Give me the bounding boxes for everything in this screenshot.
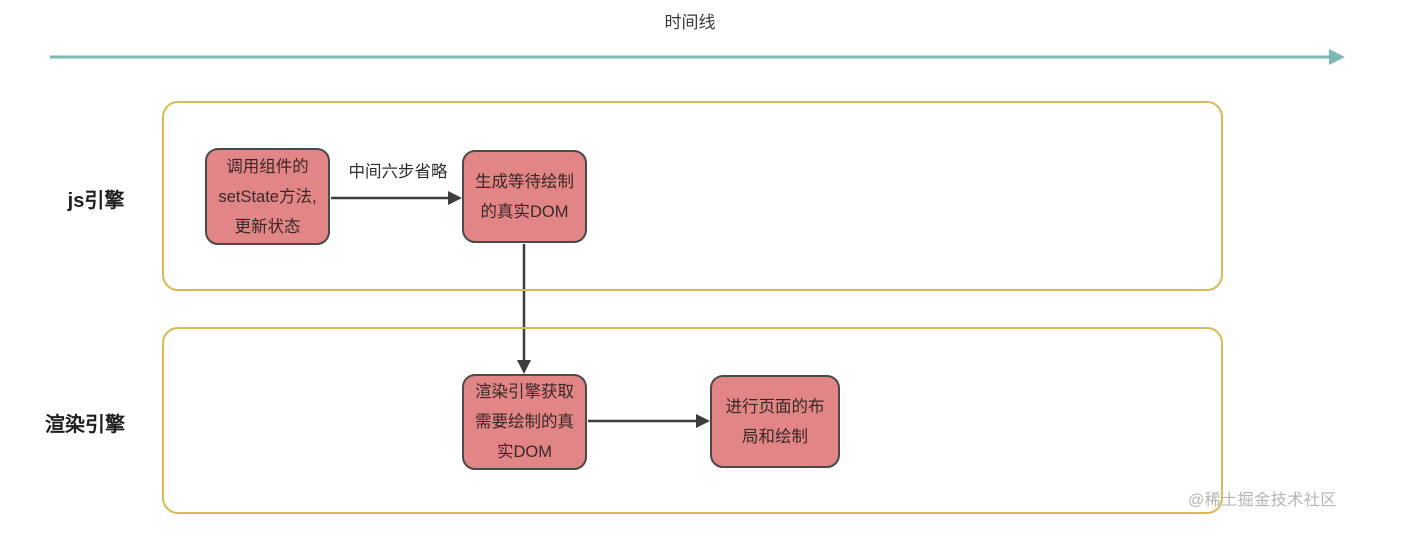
node-layout-and-paint: 进行页面的布 局和绘制 [710, 375, 840, 468]
watermark: @稀土掘金技术社区 [1188, 492, 1337, 509]
node-generate-real-dom: 生成等待绘制 的真实DOM [462, 150, 587, 243]
lane-label-js-engine: js引擎 [67, 190, 125, 212]
timeline-title: 时间线 [664, 13, 716, 32]
node-render-engine-get-dom: 渲染引擎获取 需要绘制的真 实DOM [462, 374, 587, 470]
node-call-setstate: 调用组件的 setState方法, 更新状态 [205, 148, 330, 245]
edge-label-omitted-steps: 中间六步省略 [348, 163, 448, 181]
timeline-arrow [50, 49, 1345, 65]
lane-label-render-engine: 渲染引擎 [45, 414, 125, 436]
lane-js-engine [162, 101, 1223, 291]
lane-render-engine [162, 327, 1223, 514]
